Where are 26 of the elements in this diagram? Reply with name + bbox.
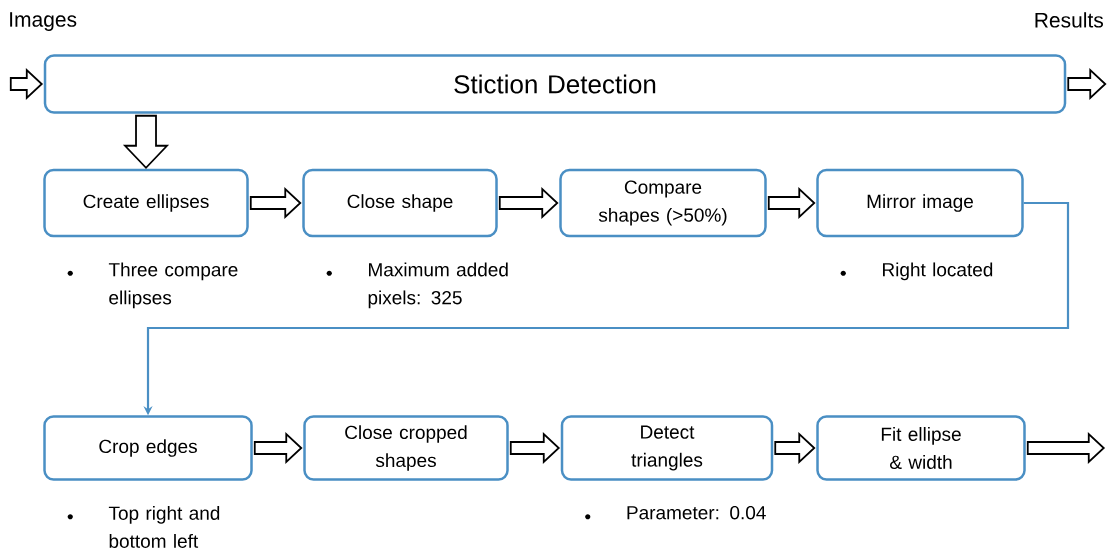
process-box: Create ellipses [43,168,249,238]
io-label: Results [1035,12,1104,28]
block-arrow [1026,431,1106,465]
block-arrow [9,67,44,101]
note-text: Parameter: 0.04 [627,505,766,520]
process-box: Close cropped shapes [303,415,509,481]
process-box: Mirror image [816,168,1024,238]
note-text: Three compare ellipses [108,262,238,309]
process-box: Compare shapes (>50%) [559,168,767,238]
block-arrow [498,186,559,220]
block-arrow [253,431,303,465]
block-arrow [1067,67,1107,101]
io-label: Images [10,12,77,31]
block-arrow [122,114,170,170]
block-arrow [509,431,561,465]
block-arrow [767,186,816,220]
process-box: Fit ellipse & width [816,415,1026,481]
note-text: Maximum added pixels: 325 [368,262,508,309]
note-text: Right located [883,262,993,281]
process-box: Crop edges [43,415,253,481]
process-box: Detect triangles [560,415,774,481]
title-box: Stiction Detection [43,54,1067,114]
block-arrow [774,431,816,465]
process-box: Close shape [302,168,498,238]
block-arrow [249,186,302,220]
note-text: Top right and bottom left [108,505,220,548]
